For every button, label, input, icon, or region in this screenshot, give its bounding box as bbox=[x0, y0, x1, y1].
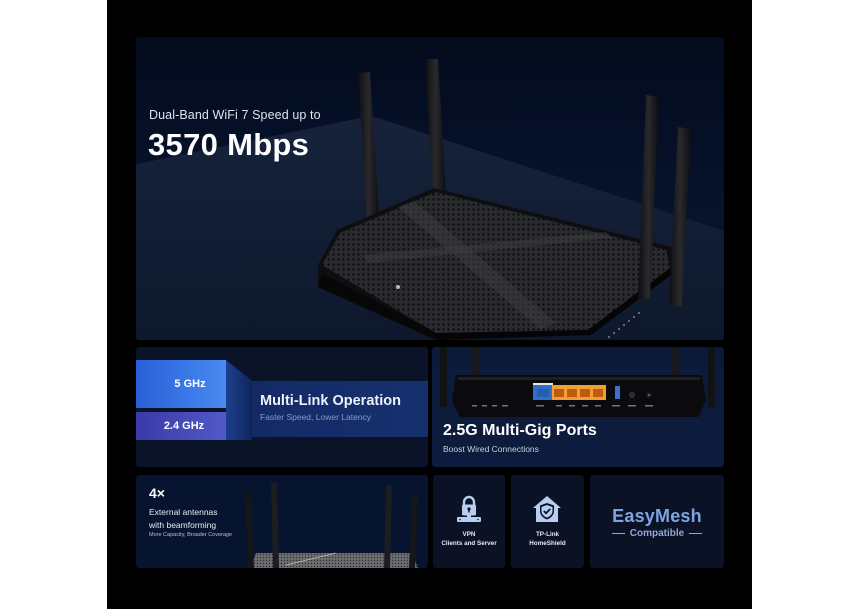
usb-port bbox=[615, 386, 620, 399]
hero-headline: 3570 Mbps bbox=[148, 127, 310, 162]
link-merge-beam bbox=[226, 360, 252, 440]
tp-link-logo bbox=[396, 285, 400, 289]
hero-subtitle: Dual-Band WiFi 7 Speed up to bbox=[149, 108, 321, 122]
antenna-count: 4× bbox=[149, 485, 165, 501]
multi-link-subtitle: Faster Speed, Lower Latency bbox=[260, 412, 372, 422]
homeshield-label-line1: TP-Link bbox=[535, 531, 560, 538]
band-24ghz-block: 2.4 GHz bbox=[136, 412, 226, 440]
multi-link-label-box: Multi-Link Operation Faster Speed, Lower… bbox=[252, 381, 428, 437]
multi-link-card: 5 GHz 2.4 GHz Multi-Link Operation Faste… bbox=[136, 347, 428, 467]
ports-subtitle: Boost Wired Connections bbox=[443, 444, 539, 454]
lan-ports bbox=[552, 385, 606, 400]
dash-left bbox=[611, 532, 625, 535]
homeshield-icon bbox=[533, 496, 561, 522]
easymesh-subtitle-row: Compatible bbox=[590, 528, 724, 539]
easymesh-feature-tile: EasyMesh Compatible bbox=[590, 475, 724, 568]
vpn-feature-tile: VPN Clients and Server bbox=[433, 475, 505, 568]
antenna-description-line1: External antennas bbox=[149, 507, 218, 517]
easymesh-title: EasyMesh bbox=[612, 506, 702, 526]
dash-right bbox=[689, 532, 703, 535]
homeshield-feature-tile: TP-Link HomeShield bbox=[511, 475, 584, 568]
vpn-label-line1: VPN bbox=[462, 531, 476, 538]
antennas-card: 4× External antennas with beamforming Mo… bbox=[136, 475, 428, 568]
vpn-lock-icon bbox=[457, 495, 481, 522]
antennas-image bbox=[245, 483, 418, 568]
router-image bbox=[318, 59, 691, 340]
router-rear-panel-image bbox=[440, 347, 715, 417]
band-5ghz-block: 5 GHz bbox=[136, 360, 226, 408]
antenna-note: More Capacity, Broader Coverage bbox=[149, 532, 233, 538]
ports-title: 2.5G Multi-Gig Ports bbox=[443, 422, 597, 439]
multi-link-title: Multi-Link Operation bbox=[260, 393, 401, 409]
easymesh-subtitle: Compatible bbox=[629, 528, 685, 539]
ports-card: 2.5G Multi-Gig Ports Boost Wired Connect… bbox=[432, 347, 724, 467]
homeshield-label-line2: HomeShield bbox=[529, 540, 566, 548]
hero-card: Dual-Band WiFi 7 Speed up to 3570 Mbps bbox=[136, 37, 724, 340]
vpn-label-line2: Clients and Server bbox=[441, 540, 497, 548]
antenna-description-line2: with beamforming bbox=[149, 520, 217, 530]
